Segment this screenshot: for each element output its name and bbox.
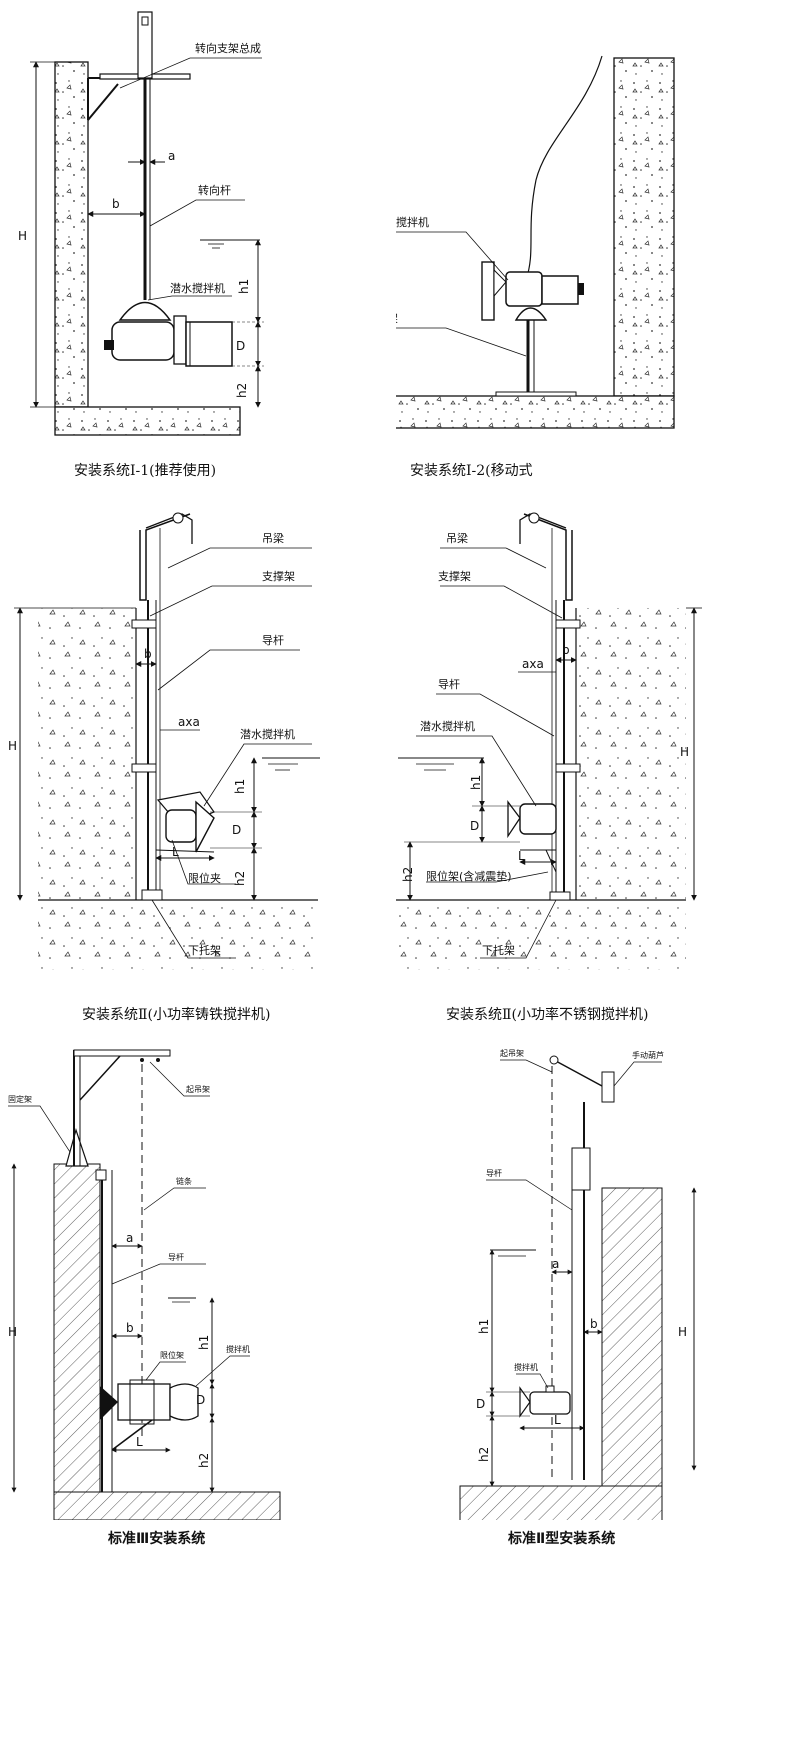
label-hoist-frame: 起吊架 [186, 1085, 210, 1094]
dim-h2: h2 [235, 383, 249, 398]
concrete-floor [54, 406, 241, 436]
label-hoist-frame: 起吊架 [500, 1049, 524, 1058]
label-manual-hoist: 手动葫芦 [632, 1050, 664, 1060]
caption-system-1-1: 安装系统Ⅰ-1(推荐使用) [74, 463, 217, 479]
dim-a: a [168, 149, 175, 163]
label-limit-clamp: 限位夹 [188, 871, 221, 885]
label-hanging-beam: 吊梁 [262, 531, 284, 545]
caption-standard-2: 标准Ⅱ型安装系统 [508, 1531, 616, 1547]
hatched-wall [53, 1163, 101, 1505]
diagram-standard-2-system: H a b h1 D h2 L 起吊架 手动葫芦 导杆 搅拌机 [459, 1049, 697, 1520]
diagram-install-system-1-1: H a b h1 D h2 转向支架总成 转向杆 潜水搅拌机 [18, 11, 264, 436]
diagram-install-system-1-2: 潜水搅拌机 支架 [396, 55, 675, 429]
caption-system-2-stainless: 安装系统Ⅱ(小功率不锈钢搅拌机) [446, 1007, 649, 1023]
hatched-wall [601, 1187, 663, 1507]
label-steering-bracket: 转向支架总成 [195, 41, 261, 55]
dim-H: H [8, 1325, 17, 1339]
dim-h1: h1 [469, 775, 483, 790]
dim-b: b [144, 647, 152, 661]
dim-axa: axa [178, 715, 200, 729]
caption-standard-3: 标准Ⅲ安装系统 [108, 1531, 206, 1547]
label-guide-rod: 导杆 [438, 677, 460, 691]
dim-h2: h2 [197, 1453, 211, 1468]
dim-D: D [232, 823, 241, 837]
label-steering-rod: 转向杆 [198, 183, 231, 197]
label-bottom-bracket: 下托架 [482, 943, 515, 957]
concrete-floor [396, 900, 686, 970]
dim-b: b [590, 1317, 598, 1331]
label-mixer: 搅拌机 [514, 1362, 538, 1372]
label-brace: 支撑架 [262, 569, 295, 583]
caption-system-1-2: 安装系统Ⅰ-2(移动式 [410, 463, 533, 479]
dim-D: D [476, 1397, 485, 1411]
label-brace: 支撑架 [438, 569, 471, 583]
dim-L: L [518, 849, 525, 863]
dim-h2: h2 [233, 871, 247, 886]
label-guide-rod: 导杆 [486, 1168, 502, 1178]
dim-H: H [18, 229, 27, 243]
hatched-floor [53, 1491, 281, 1520]
caption-system-2-cast-iron: 安装系统Ⅱ(小功率铸铁搅拌机) [82, 1007, 271, 1023]
dim-D: D [196, 1393, 205, 1407]
label-mixer: 潜水搅拌机 [170, 281, 225, 295]
label-guide-rod: 导杆 [262, 633, 284, 647]
concrete-wall [613, 57, 675, 397]
label-support: 支架 [396, 312, 398, 325]
dim-H: H [8, 739, 17, 753]
dim-b: b [126, 1321, 134, 1335]
label-chain: 链条 [176, 1176, 192, 1186]
dim-D: D [236, 339, 245, 353]
label-limit-frame: 限位架 [160, 1350, 184, 1360]
dim-H: H [678, 1325, 687, 1339]
dim-D: D [470, 819, 479, 833]
dim-L: L [554, 1413, 561, 1427]
dim-b: b [562, 643, 570, 657]
concrete-wall [576, 608, 686, 900]
label-mixer: 潜水搅拌机 [240, 727, 295, 741]
diagram-standard-3-system: H a b h1 D h2 L 固定架 起吊架 链条 导杆 限位架 搅拌机 [8, 1049, 281, 1520]
dim-h2: h2 [477, 1447, 491, 1462]
concrete-floor [38, 900, 318, 970]
dim-a: a [552, 1257, 559, 1271]
label-fixed-frame: 固定架 [8, 1094, 32, 1104]
label-mixer: 搅拌机 [226, 1344, 250, 1354]
dim-h1: h1 [233, 779, 247, 794]
dim-a: a [126, 1231, 133, 1245]
label-mixer: 潜水搅拌机 [420, 719, 475, 733]
dim-axa: axa [522, 657, 544, 671]
dim-L: L [172, 845, 179, 859]
concrete-wall [38, 608, 136, 900]
concrete-wall [54, 61, 89, 408]
label-hanging-beam: 吊梁 [446, 531, 468, 545]
dim-h2: h2 [401, 867, 415, 882]
dim-h1: h1 [477, 1319, 491, 1334]
dim-L: L [136, 1435, 143, 1449]
dim-b: b [112, 197, 120, 211]
diagram-install-system-2-cast-iron: H b axa h1 D h2 L 吊梁 支撑架 导杆 潜水搅拌机 限位夹 下托… [8, 512, 320, 970]
label-guide-rod: 导杆 [168, 1252, 184, 1262]
dim-h1: h1 [237, 279, 251, 294]
hatched-floor [459, 1485, 663, 1520]
label-bottom-bracket: 下托架 [188, 943, 221, 957]
dim-h1: h1 [197, 1335, 211, 1350]
label-mixer: 潜水搅拌机 [396, 215, 429, 229]
label-limiter: 限位架(含减震垫) [426, 869, 512, 883]
concrete-floor [396, 395, 675, 429]
dim-H: H [680, 745, 689, 759]
diagram-install-system-2-stainless: H b axa h1 D h2 L 吊梁 支撑架 导杆 潜水搅拌机 限位架(含减… [396, 512, 702, 970]
